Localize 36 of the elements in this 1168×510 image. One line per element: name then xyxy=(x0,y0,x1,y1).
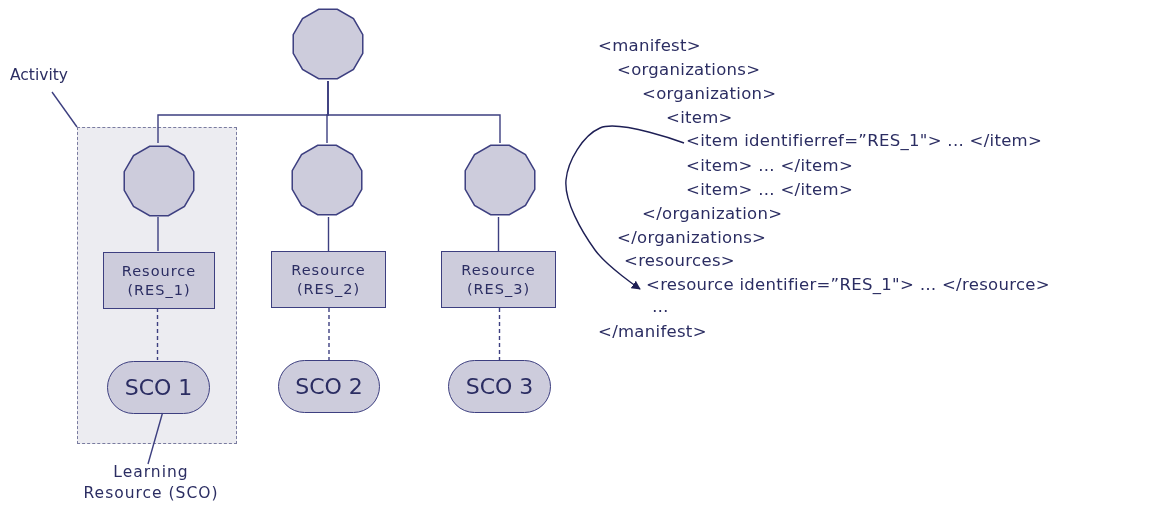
code-line: <item> xyxy=(666,108,733,127)
node-polygon xyxy=(122,144,196,218)
resource-box: Resource (RES_3) xyxy=(441,251,556,308)
arrow xyxy=(565,125,685,290)
connector-line xyxy=(327,216,330,252)
sco-pill: SCO 1 xyxy=(107,361,210,414)
connector-line xyxy=(497,216,500,252)
node-polygon xyxy=(463,143,537,217)
code-line: </organization> xyxy=(642,204,783,223)
connector-line xyxy=(498,307,501,361)
code-line: <item> ... </item> xyxy=(686,156,854,175)
leader-line xyxy=(147,412,164,465)
resource-box: Resource (RES_1) xyxy=(103,252,215,309)
connector-line xyxy=(328,307,330,361)
connector-line xyxy=(327,80,501,144)
sco-pill: SCO 2 xyxy=(278,360,380,413)
code-line: <resources> xyxy=(624,251,735,270)
callout-label: Activity xyxy=(10,66,88,92)
callout-label: Learning Resource (SCO) xyxy=(78,462,224,508)
code-line: <organization> xyxy=(642,84,777,103)
code-line: <resource identifier=”RES_1"> … </resource> xyxy=(646,275,1156,299)
leader-line xyxy=(51,91,78,128)
code-line: <organizations> xyxy=(617,60,761,79)
connector-line xyxy=(156,307,159,361)
connector-line xyxy=(157,216,159,252)
sco-pill: SCO 3 xyxy=(448,360,551,413)
code-line: <item> ... </item> xyxy=(686,180,854,199)
node-polygon xyxy=(290,143,364,217)
node-polygon xyxy=(291,7,365,81)
resource-box: Resource (RES_2) xyxy=(271,251,386,308)
code-line: <manifest> xyxy=(598,36,701,55)
code-line: </manifest> xyxy=(598,322,707,341)
code-line: </organizations> xyxy=(617,228,767,247)
code-line: <item identifierref=”RES_1"> ... </item> xyxy=(686,131,1156,155)
code-line: … xyxy=(652,297,669,316)
activity-region xyxy=(77,127,237,444)
